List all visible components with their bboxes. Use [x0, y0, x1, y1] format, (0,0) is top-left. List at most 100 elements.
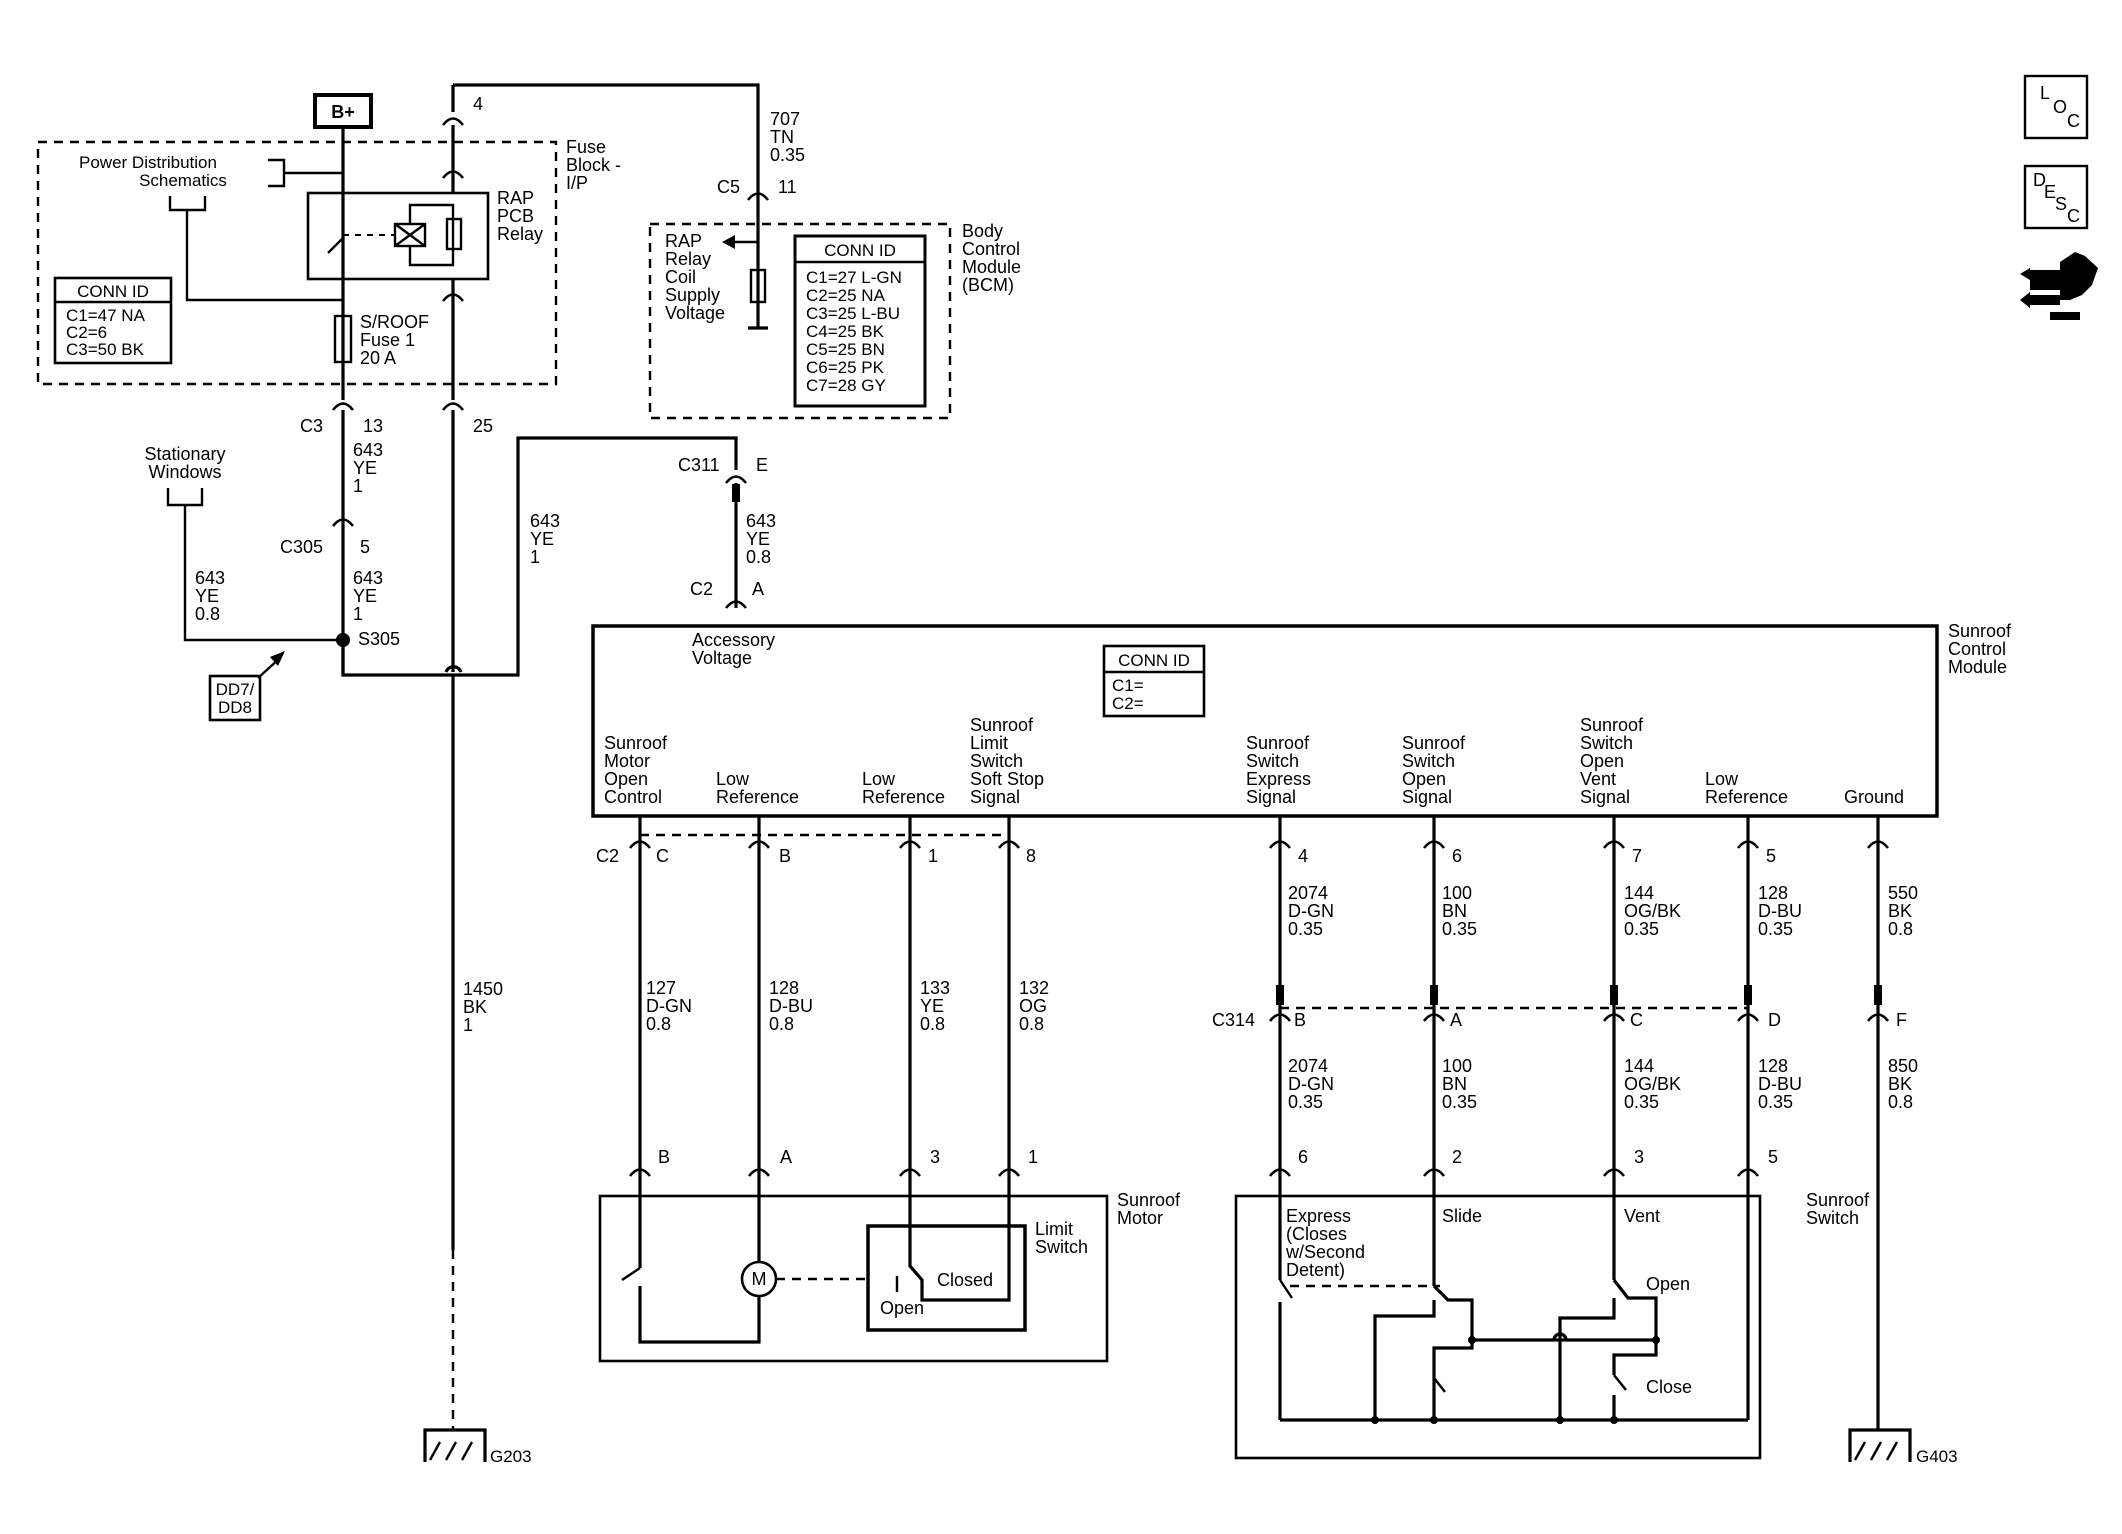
- loc-button[interactable]: L O C: [2023, 74, 2089, 140]
- g203-ground-icon: [423, 1428, 487, 1462]
- pds-label-2: Schematics: [139, 171, 227, 190]
- svg-text:132: 132: [1019, 978, 1049, 998]
- sw-wire-top-label-1: 100 BN 0.35: [1442, 883, 1477, 939]
- bcm-label-3: Module: [962, 257, 1021, 277]
- svg-text:128: 128: [1758, 883, 1788, 903]
- scm-pin-num-1: B: [779, 846, 791, 866]
- scm-conn-id-title: CONN ID: [1118, 651, 1190, 670]
- vent-close-label: Close: [1646, 1377, 1692, 1397]
- c2-top-label: C2: [690, 579, 713, 599]
- express-label-1: Express: [1286, 1206, 1351, 1226]
- svg-text:0.8: 0.8: [1888, 919, 1913, 939]
- c314-pin-3: [1744, 985, 1752, 1005]
- bcm-outline: [648, 222, 952, 420]
- motor-switch-blade: [621, 1267, 641, 1281]
- dd-label-2: DD8: [218, 698, 252, 717]
- gnd-wire-bottom-label: 850 BK 0.8: [1888, 1056, 1918, 1112]
- pin25-label: 25: [473, 416, 493, 436]
- desc-letter-e: E: [2044, 182, 2056, 202]
- sunroof-motor: Sunroof Motor M Limit Switch Closed Open: [598, 1176, 1181, 1363]
- desc-letter-d: D: [2033, 170, 2046, 190]
- scm-pin-label-7: Low Reference: [1705, 769, 1788, 807]
- c314-conn-1: [1422, 1013, 1446, 1022]
- bcm-label-2: Control: [962, 239, 1020, 259]
- svg-text:Sunroof: Sunroof: [1402, 733, 1466, 753]
- svg-text:Signal: Signal: [1580, 787, 1630, 807]
- svg-text:Signal: Signal: [970, 787, 1020, 807]
- w643-feed-wire: [341, 436, 738, 677]
- svg-text:128: 128: [1758, 1056, 1788, 1076]
- svg-text:D-BU: D-BU: [1758, 1074, 1802, 1094]
- bus-node-4: [1610, 1416, 1618, 1424]
- slide-lower-path: [1432, 1340, 1474, 1420]
- c5-pin-label: 11: [778, 177, 797, 197]
- stationary-bracket: [166, 488, 204, 507]
- c314-conn-0: [1268, 1013, 1292, 1022]
- svg-text:144: 144: [1624, 1056, 1654, 1076]
- limit-open-label: Open: [880, 1298, 924, 1318]
- motor-label-2: Motor: [1117, 1208, 1163, 1228]
- scm-pin-num-5: 6: [1452, 846, 1462, 866]
- c314-pin-4: [1874, 985, 1882, 1005]
- w643-stat-label-2: YE: [195, 586, 219, 606]
- motor-wires: 127 D-GN 0.8 128 D-BU 0.8 133 YE 0.8 132…: [628, 816, 1049, 1177]
- fuse-block-region: B+ Power Distribution Schematics CONN ID…: [36, 83, 760, 436]
- svg-text:0.35: 0.35: [1442, 919, 1477, 939]
- pds-wire-2: [185, 210, 343, 302]
- vent-open-label: Open: [1646, 1274, 1690, 1294]
- bcm-conn-c7: C7=28 GY: [806, 376, 886, 395]
- svg-text:Signal: Signal: [1246, 787, 1296, 807]
- motor-pin-1-conn: [747, 1168, 771, 1177]
- gnd-wire-top-label: 550 BK 0.8: [1888, 883, 1918, 939]
- c3-connector: [331, 402, 355, 411]
- sunroof-switch: Sunroof Switch Express (Closes w/Second …: [1234, 1176, 1870, 1460]
- connector-view-icon[interactable]: [2020, 252, 2098, 320]
- fuse-block-label-1: Fuse: [566, 137, 606, 157]
- sw-pin-1-conn: [1422, 1168, 1446, 1177]
- scm-label-2: Control: [1948, 639, 2006, 659]
- svg-text:0.35: 0.35: [1288, 1092, 1323, 1112]
- bcm-conn-c3: C3=25 L-BU: [806, 304, 900, 323]
- acc-voltage-label-1: Accessory: [692, 630, 775, 650]
- c2-a-connector: [724, 600, 748, 609]
- svg-text:Soft Stop: Soft Stop: [970, 769, 1044, 789]
- svg-text:Sunroof: Sunroof: [1580, 715, 1644, 735]
- motor-pin-3: 1: [1028, 1147, 1038, 1167]
- c3-label: C3: [300, 416, 323, 436]
- motor-pin-2-conn: [898, 1168, 922, 1177]
- svg-text:0.35: 0.35: [1758, 919, 1793, 939]
- motor-m-label: M: [752, 1269, 767, 1289]
- c5-label: C5: [717, 177, 740, 197]
- sw-wire-top-label-2: 144 OG/BK 0.35: [1624, 883, 1681, 939]
- pds-bracket-2: [168, 196, 207, 212]
- relay-in-connector: [441, 170, 465, 179]
- desc-button[interactable]: D E S C: [2023, 164, 2089, 230]
- scm-region: Accessory Voltage CONN ID C1= C2= Sunroo…: [591, 621, 2012, 866]
- vent-lower-blade: [1613, 1374, 1627, 1391]
- svg-text:OG/BK: OG/BK: [1624, 901, 1681, 921]
- c5-connector: [746, 192, 770, 201]
- relay-coil-x2: [394, 223, 426, 247]
- express-label-4: Detent): [1286, 1260, 1345, 1280]
- w643-upper-label-2: YE: [353, 458, 377, 478]
- w707-label-3: 0.35: [770, 145, 805, 165]
- svg-text:550: 550: [1888, 883, 1918, 903]
- svg-text:OG/BK: OG/BK: [1624, 1074, 1681, 1094]
- svg-text:0.35: 0.35: [1758, 1092, 1793, 1112]
- sw-pin-2: 3: [1634, 1147, 1644, 1167]
- svg-text:Switch: Switch: [970, 751, 1023, 771]
- c2-a-pin-label: A: [752, 579, 764, 599]
- scm-pin-num-0: C: [656, 846, 669, 866]
- svg-text:Sunroof: Sunroof: [970, 715, 1034, 735]
- svg-text:133: 133: [920, 978, 950, 998]
- relay-resistor: [445, 217, 463, 251]
- svg-text:100: 100: [1442, 883, 1472, 903]
- scm-pin-num-4: 4: [1298, 846, 1308, 866]
- svg-text:BN: BN: [1442, 1074, 1467, 1094]
- svg-text:850: 850: [1888, 1056, 1918, 1076]
- bcm-conn-c4: C4=25 BK: [806, 322, 885, 341]
- c311-pin-label: E: [756, 455, 768, 475]
- w643-stat-label-3: 0.8: [195, 604, 220, 624]
- motor-wire-label-3: 132 OG 0.8: [1019, 978, 1049, 1034]
